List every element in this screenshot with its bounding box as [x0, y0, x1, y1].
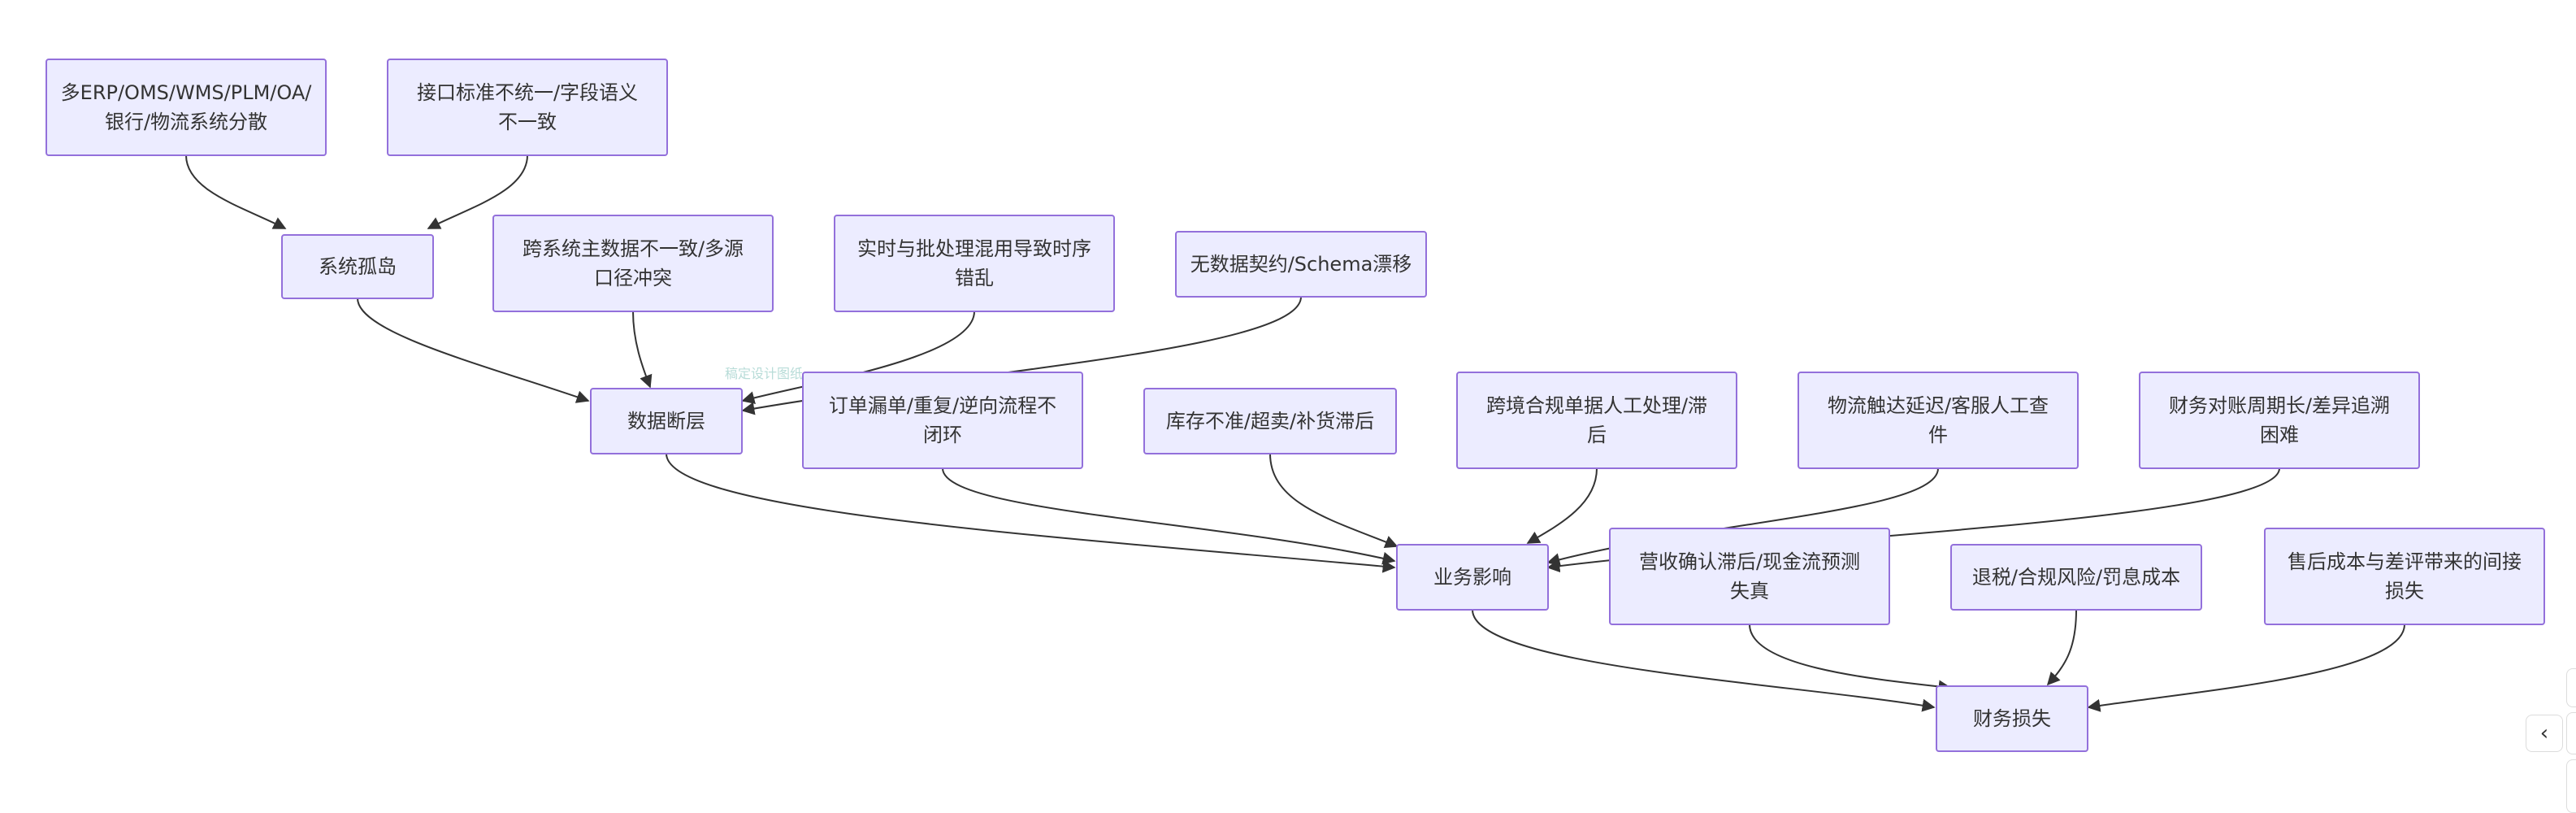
node-label: 业务影响	[1433, 566, 1511, 589]
node-box	[1798, 372, 2079, 469]
node-label: 多ERP/OMS/WMS/PLM/OA/	[61, 81, 313, 104]
node-label: 损失	[2385, 580, 2424, 602]
node-label: 营收确认滞后/现金流预测	[1639, 550, 1860, 573]
watermark: 稿定设计图纸	[725, 366, 803, 381]
edge-n2-n3	[427, 154, 528, 229]
node-box	[1456, 372, 1737, 469]
node-system-silos[interactable]: 系统孤岛	[281, 234, 434, 299]
node-box	[1175, 231, 1427, 298]
edge-n7-n13	[666, 453, 1396, 573]
side-panel-tab-middle[interactable]	[2566, 712, 2576, 754]
node-label: 跨系统主数据不一致/多源	[523, 237, 744, 260]
node-box	[834, 215, 1115, 312]
side-panel-tab-top[interactable]	[2566, 668, 2576, 707]
edge-n16-n17	[2087, 624, 2405, 712]
node-label: 件	[1928, 424, 1948, 446]
node-label: 无数据契约/Schema漂移	[1190, 253, 1412, 276]
node-box	[46, 59, 327, 156]
edges	[185, 154, 2405, 712]
node-label: 订单漏单/重复/逆向流程不	[829, 394, 1056, 417]
node-business-impact[interactable]: 业务影响	[1396, 544, 1549, 611]
node-label: 困难	[2260, 424, 2299, 446]
node-box	[1936, 685, 2088, 752]
edge-n3-n7	[357, 298, 590, 403]
node-label: 不一致	[498, 111, 557, 133]
node-box	[1950, 544, 2202, 611]
edge-n8-n13	[942, 467, 1396, 565]
node-box	[590, 388, 743, 454]
side-panel-tab-bottom[interactable]	[2566, 759, 2576, 813]
node-label: 后	[1587, 424, 1607, 446]
node-tax-compliance[interactable]: 退税/合规风险/罚息成本	[1950, 544, 2202, 611]
edge-n10-n13	[1526, 467, 1598, 544]
edge-n15-n17	[2046, 609, 2077, 686]
node-label: 库存不准/超卖/补货滞后	[1166, 410, 1374, 433]
node-crossborder-docs[interactable]: 跨境合规单据人工处理/滞后	[1456, 372, 1737, 469]
node-label: 物流触达延迟/客服人工查	[1828, 394, 2049, 417]
node-label: 接口标准不统一/字段语义	[417, 81, 638, 104]
node-no-data-contract[interactable]: 无数据契约/Schema漂移	[1175, 231, 1427, 298]
node-label: 银行/物流系统分散	[105, 111, 267, 133]
node-box	[281, 234, 434, 299]
node-financial-loss[interactable]: 财务损失	[1936, 685, 2088, 752]
node-label: 失真	[1730, 580, 1769, 602]
edge-n9-n13	[1269, 453, 1399, 549]
node-label: 闭环	[923, 424, 962, 446]
node-label: 实时与批处理混用导致时序	[857, 237, 1091, 260]
collapse-panel-button[interactable]: ‹	[2526, 715, 2563, 752]
chevron-left-icon: ‹	[2539, 721, 2549, 746]
node-label: 跨境合规单据人工处理/滞	[1486, 394, 1707, 417]
edge-n5-n7	[741, 311, 975, 405]
node-box	[802, 372, 1083, 469]
node-box	[387, 59, 668, 156]
nodes: 多ERP/OMS/WMS/PLM/OA/银行/物流系统分散接口标准不统一/字段语…	[46, 59, 2545, 752]
node-multi-systems[interactable]: 多ERP/OMS/WMS/PLM/OA/银行/物流系统分散	[46, 59, 327, 156]
node-label: 财务损失	[1973, 707, 2051, 730]
node-label: 口径冲突	[594, 267, 672, 289]
node-box	[1609, 528, 1890, 625]
node-label: 错乱	[955, 267, 994, 289]
node-inventory-issues[interactable]: 库存不准/超卖/补货滞后	[1143, 388, 1397, 454]
node-label: 退税/合规风险/罚息成本	[1972, 566, 2180, 589]
node-box	[1143, 388, 1397, 454]
edge-n14-n17	[1749, 624, 1952, 693]
node-box	[2139, 372, 2420, 469]
node-label: 售后成本与差评带来的间接	[2288, 550, 2522, 573]
node-label: 系统孤岛	[319, 255, 397, 278]
node-box	[1396, 544, 1549, 611]
node-data-gap[interactable]: 数据断层	[590, 388, 743, 454]
node-box	[492, 215, 774, 312]
node-box	[2264, 528, 2545, 625]
edge-n4-n7	[632, 311, 653, 389]
node-label: 财务对账周期长/差异追溯	[2169, 394, 2390, 417]
edge-n13-n17	[1472, 609, 1936, 712]
edge-n1-n3	[185, 154, 287, 229]
node-label: 数据断层	[627, 410, 705, 433]
